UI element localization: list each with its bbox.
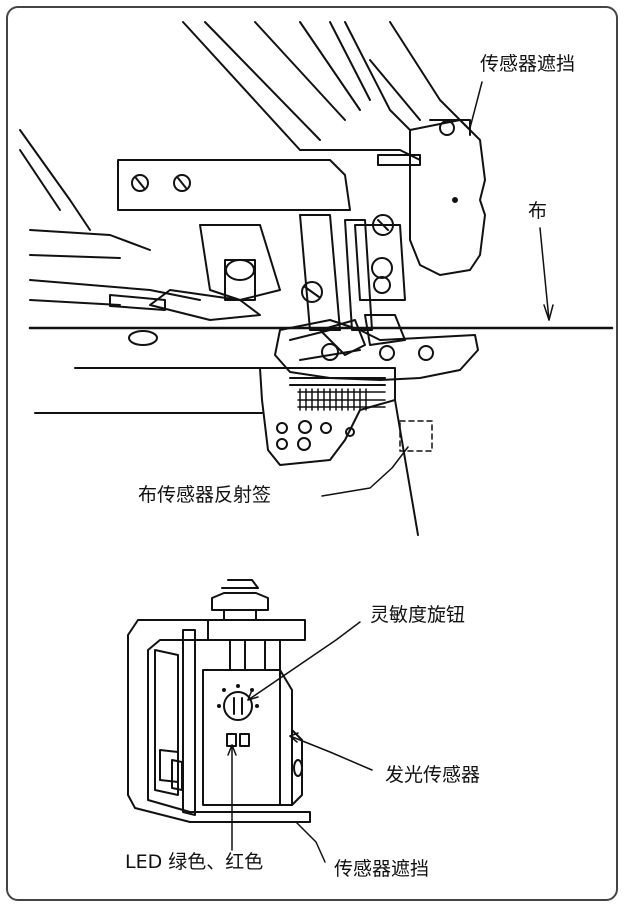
leader-lines-bottom: [227, 621, 373, 863]
label-light-emitting-sensor: 发光传感器: [385, 764, 481, 786]
leader-lines-top: [321, 81, 554, 497]
figure-frame: [6, 6, 618, 901]
sensor-unit: [127, 579, 311, 823]
label-led-colors: LED 绿色、红色: [125, 851, 264, 873]
label-sensor-shield-bottom: 传感器遮挡: [334, 858, 430, 880]
label-cloth-sensor-reflector: 布传感器反射签: [138, 484, 272, 506]
label-sensitivity-knob: 灵敏度旋钮: [370, 604, 466, 626]
reflector-marker: [399, 420, 433, 452]
presser-foot-assembly: [19, 21, 486, 536]
label-cloth: 布: [528, 200, 548, 222]
label-sensor-shield-top: 传感器遮挡: [480, 53, 576, 75]
